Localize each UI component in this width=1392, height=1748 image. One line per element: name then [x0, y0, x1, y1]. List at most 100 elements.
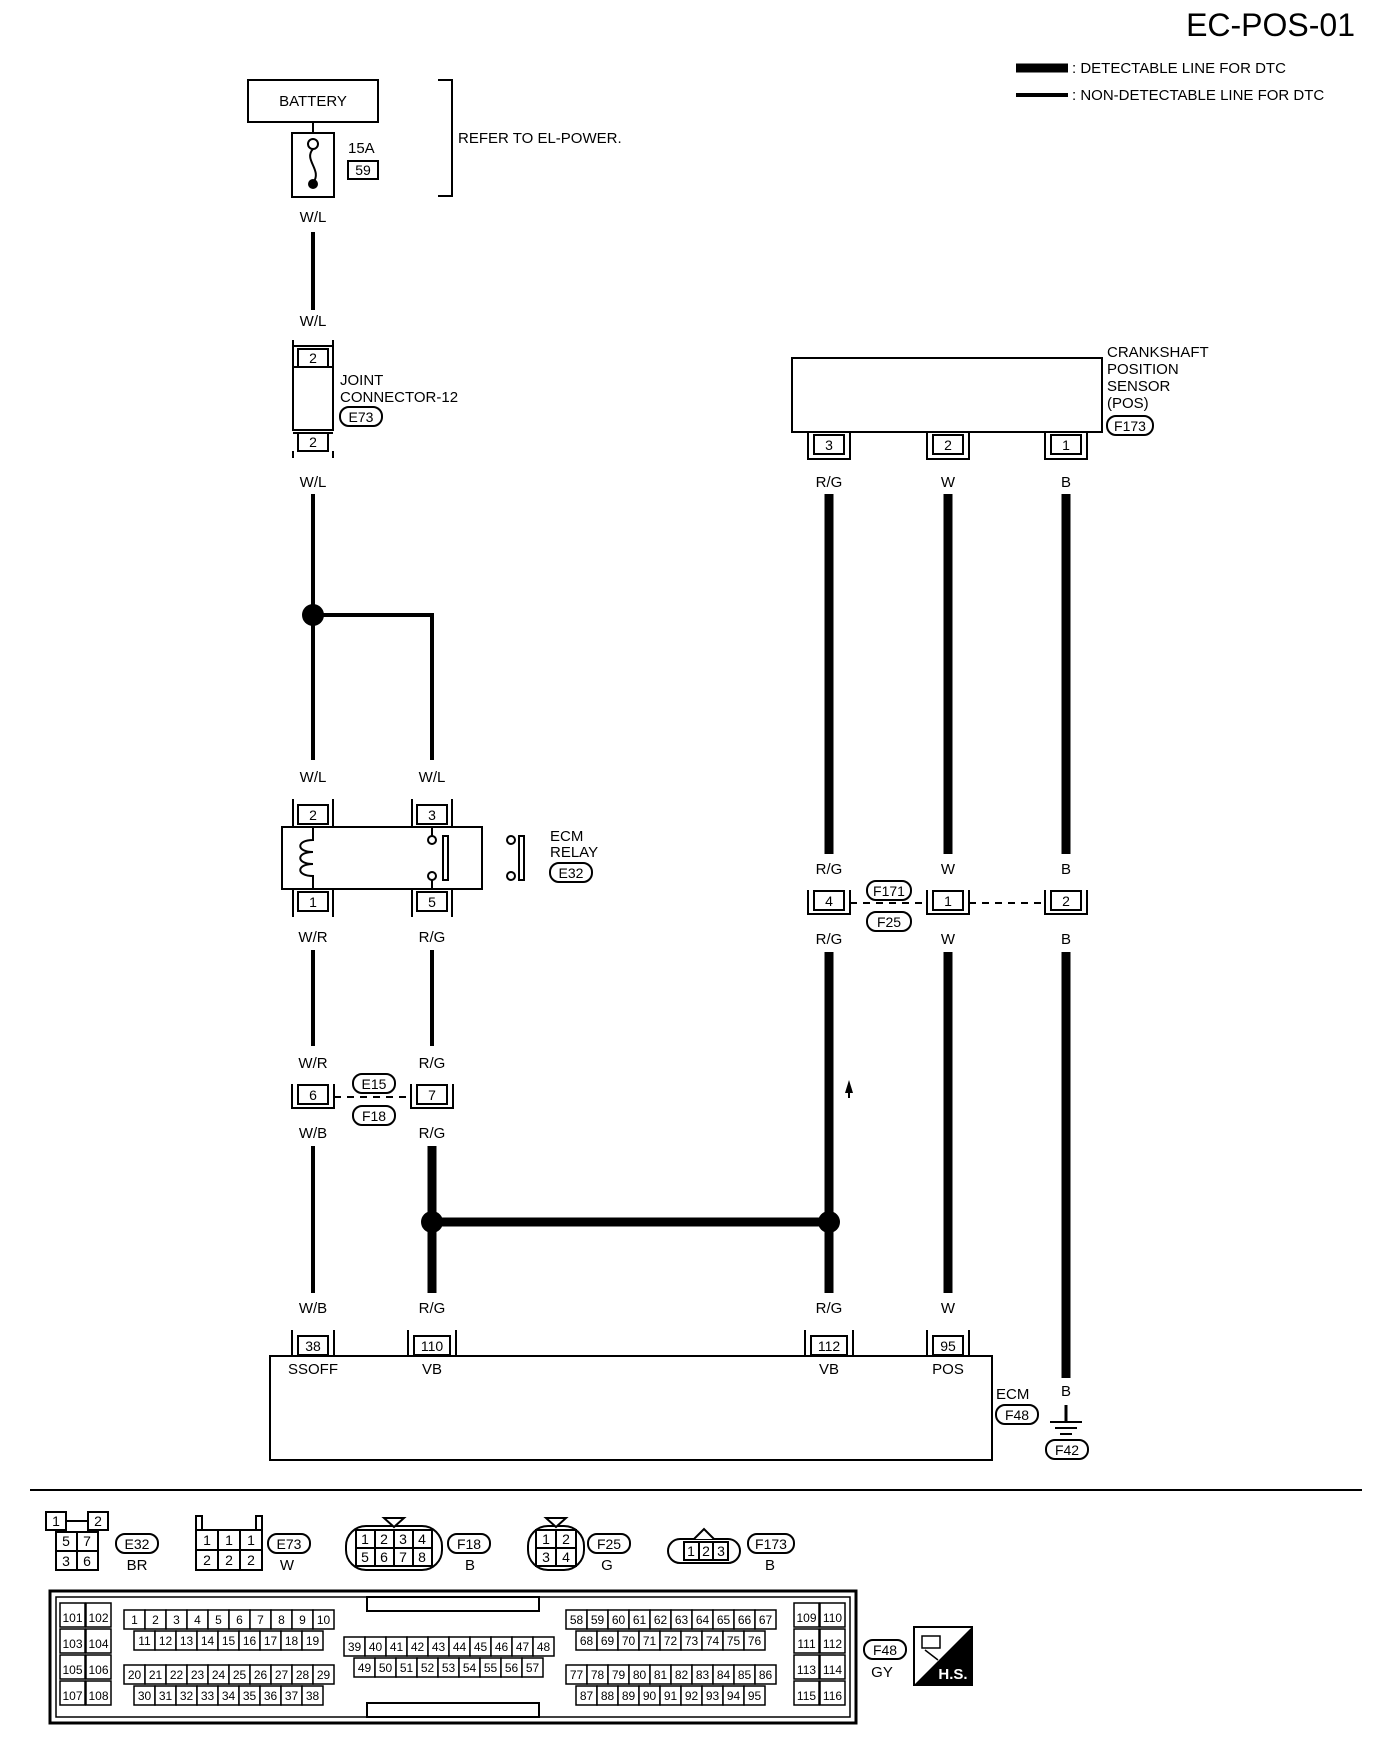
svg-text:5: 5	[62, 1533, 70, 1549]
svg-text:6: 6	[309, 1087, 317, 1103]
pin-cell	[819, 1654, 846, 1680]
connector-code-f25: F25	[877, 914, 901, 930]
pin-label: 30	[138, 1689, 152, 1703]
pin-cell	[312, 1664, 335, 1685]
pin-label: 92	[685, 1689, 699, 1703]
svg-text:1: 1	[542, 1531, 550, 1547]
svg-text:F25: F25	[597, 1536, 621, 1552]
pin-label: 112	[823, 1637, 842, 1651]
svg-text:2: 2	[309, 807, 317, 823]
pin-label: 8	[278, 1613, 285, 1627]
pin-label: 95	[748, 1689, 762, 1703]
svg-text:W: W	[941, 861, 956, 878]
svg-text:W/B: W/B	[299, 1125, 327, 1142]
pin-label: 31	[159, 1689, 173, 1703]
pin-label: 63	[675, 1613, 689, 1627]
svg-text:B: B	[1061, 861, 1071, 878]
crankshaft-sensor	[791, 357, 1103, 433]
pin-cell	[754, 1664, 777, 1685]
pin-label: 79	[612, 1668, 626, 1682]
pin-label: 19	[306, 1634, 320, 1648]
pin-label: 34	[222, 1689, 236, 1703]
pin-label: 48	[537, 1640, 551, 1654]
pin-label: 87	[580, 1689, 594, 1703]
svg-text:3: 3	[399, 1531, 407, 1547]
svg-text:7: 7	[399, 1549, 407, 1565]
ecm-box	[269, 1355, 993, 1461]
svg-text:R/G: R/G	[419, 929, 446, 946]
sensor-code: F173	[1114, 418, 1146, 434]
battery-label: BATTERY	[279, 93, 347, 110]
pin-label: 61	[633, 1613, 647, 1627]
pin-label: 37	[285, 1689, 299, 1703]
f48-code: F48	[873, 1642, 897, 1658]
pin-label: 75	[727, 1634, 741, 1648]
svg-text:8: 8	[418, 1549, 426, 1565]
svg-text:F18: F18	[457, 1536, 481, 1552]
svg-text:1: 1	[225, 1532, 233, 1548]
pin-cell	[301, 1685, 324, 1706]
relay-name-1: ECM	[550, 828, 583, 845]
pin-label: 11	[138, 1634, 151, 1648]
pin-label: 16	[243, 1634, 257, 1648]
joint-name-1: JOINT	[340, 372, 383, 389]
svg-text:2: 2	[702, 1543, 710, 1559]
pin-label: 114	[823, 1663, 842, 1677]
svg-text:W: W	[280, 1557, 295, 1574]
connector-view-f18: 1 2 3 4 5 6 7 8 F18 B	[345, 1517, 491, 1574]
svg-text:B: B	[1061, 931, 1071, 948]
fuse-icon	[307, 138, 319, 150]
pin-label: 44	[453, 1640, 467, 1654]
pin-label: 59	[591, 1613, 605, 1627]
pin-label: 43	[432, 1640, 446, 1654]
svg-text:7: 7	[83, 1533, 91, 1549]
pin-label: 22	[170, 1668, 184, 1682]
pin-cell	[301, 1630, 324, 1651]
pin-label: 72	[664, 1634, 678, 1648]
pin-label: 46	[495, 1640, 509, 1654]
ecm-pin-ssoff: SSOFF	[288, 1361, 338, 1378]
pin-cell	[59, 1654, 86, 1680]
svg-text:7: 7	[428, 1087, 436, 1103]
svg-text:2: 2	[380, 1531, 388, 1547]
pin-label: 45	[474, 1640, 488, 1654]
pin-label: 73	[685, 1634, 699, 1648]
ecm-pin-vb-112: VB	[819, 1361, 839, 1378]
pin-label: 64	[696, 1613, 710, 1627]
pin-label: 27	[275, 1668, 289, 1682]
svg-text:W/L: W/L	[419, 769, 446, 786]
svg-text:1: 1	[944, 893, 952, 909]
pin-label: 49	[358, 1661, 372, 1675]
wire-label-wl-2: W/L	[300, 313, 327, 330]
pin-label: 111	[797, 1637, 816, 1651]
pin-label: 76	[748, 1634, 762, 1648]
svg-text:95: 95	[940, 1338, 956, 1354]
pin-cell	[59, 1680, 86, 1706]
sensor-name-2: POSITION	[1107, 361, 1179, 378]
relay-coil-icon	[299, 827, 314, 889]
pin-label: 1	[131, 1613, 138, 1627]
pin-label: 6	[236, 1613, 243, 1627]
relay-code: E32	[559, 865, 584, 881]
wire-wl-relay-right	[313, 613, 434, 760]
svg-text:W: W	[941, 474, 956, 491]
pin-label: 88	[601, 1689, 615, 1703]
pin-label: 116	[823, 1689, 842, 1703]
pin-label: 12	[159, 1634, 173, 1648]
pin-label: 107	[62, 1689, 82, 1703]
svg-text:4: 4	[418, 1531, 426, 1547]
pin-label: 68	[580, 1634, 594, 1648]
connector-view-f173: 1 2 3 F173 B	[667, 1527, 795, 1574]
svg-text:B: B	[1061, 1383, 1071, 1400]
svg-text:3: 3	[428, 807, 436, 823]
pin-label: 93	[706, 1689, 720, 1703]
sensor-name-3: SENSOR	[1107, 378, 1171, 395]
pin-label: 113	[797, 1663, 816, 1677]
svg-text:5: 5	[428, 894, 436, 910]
pin-cell	[59, 1628, 86, 1654]
pin-label: 51	[400, 1661, 414, 1675]
svg-text:1: 1	[203, 1532, 211, 1548]
pin-label: 24	[212, 1668, 226, 1682]
pin-label: 90	[643, 1689, 657, 1703]
pin-label: 106	[88, 1663, 108, 1677]
